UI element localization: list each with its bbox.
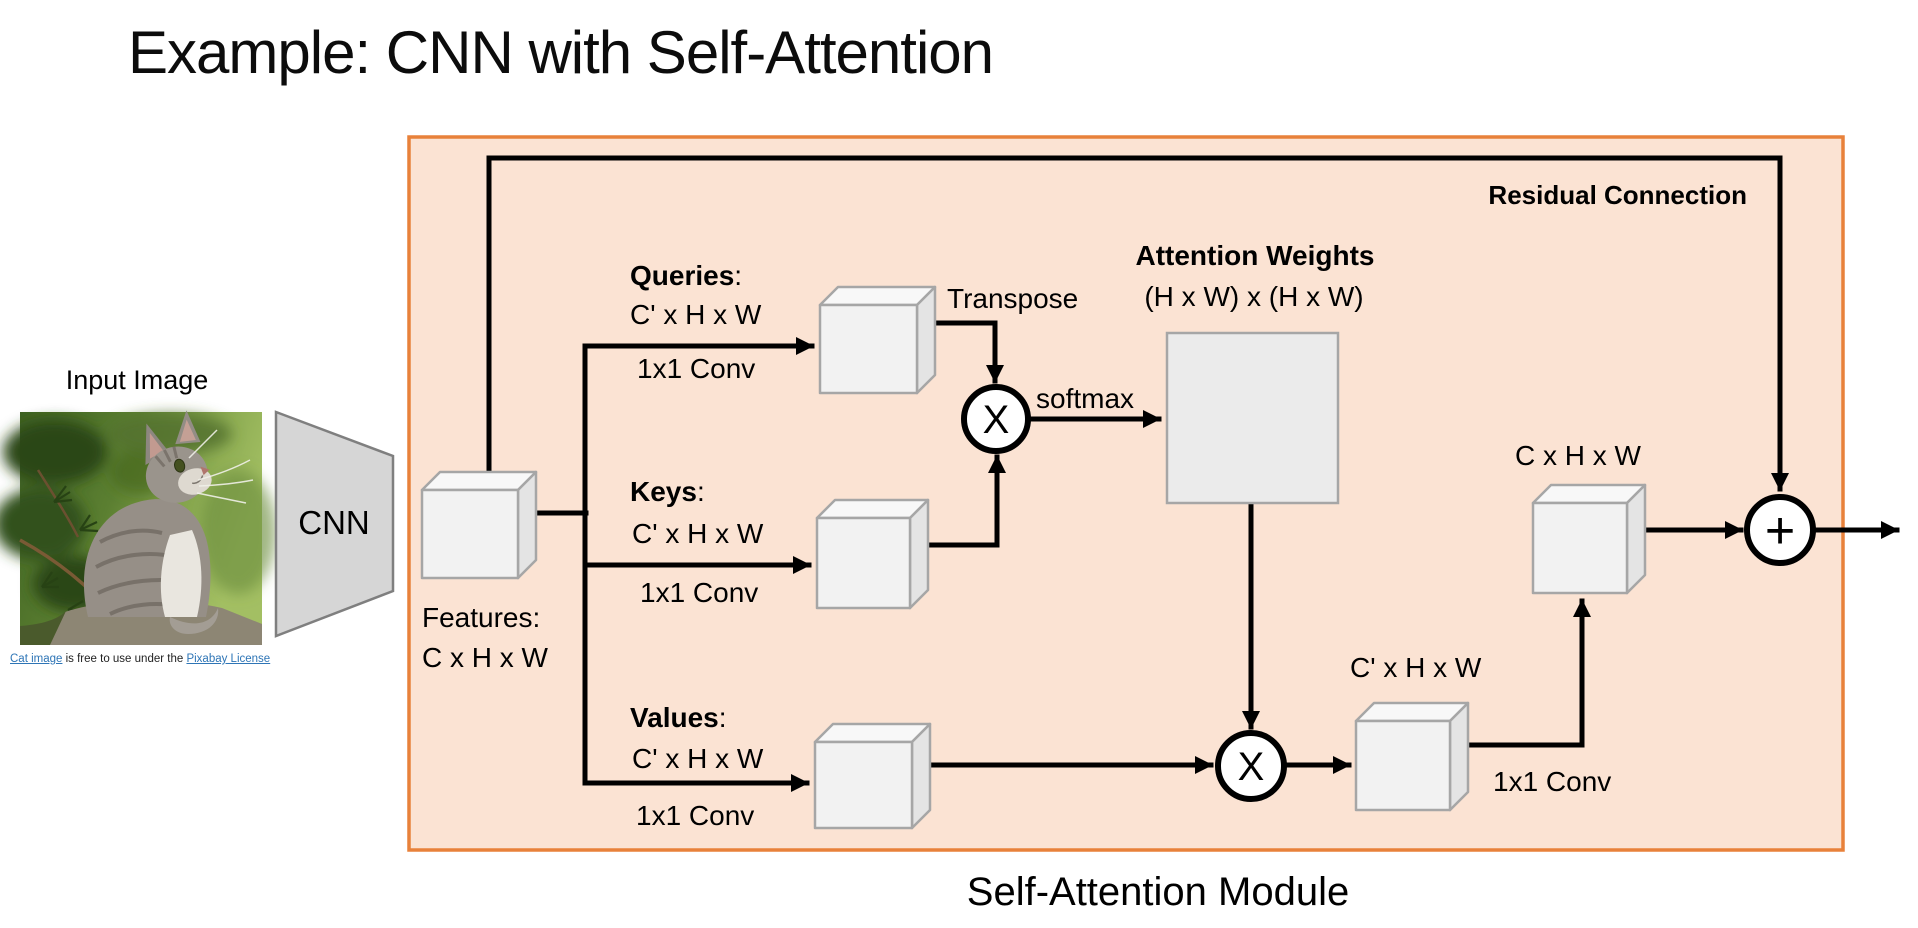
features-cube	[420, 470, 538, 580]
residual-connection-line	[486, 155, 1789, 492]
features-label: Features:	[422, 602, 540, 633]
conv-elbow-arrow	[1465, 598, 1591, 748]
multiply-symbol-qk: X	[983, 398, 1010, 442]
operators: X X +	[961, 384, 1816, 802]
kitten-tail	[169, 608, 219, 634]
queries-label: Queries:	[630, 260, 742, 291]
pixabay-license-link[interactable]: Pixabay License	[186, 653, 271, 665]
kitten	[83, 410, 254, 634]
output-conv-label: 1x1 Conv	[1493, 766, 1611, 797]
keys-label: Keys:	[630, 476, 705, 507]
residual-connection-label: Residual Connection	[1488, 180, 1747, 210]
output-dims: C x H x W	[1515, 440, 1642, 471]
values-conv-label: 1x1 Conv	[636, 800, 754, 831]
add-circle	[1744, 494, 1816, 566]
multiply-circle-av	[1215, 730, 1287, 802]
attention-weights-title: Attention Weights	[1135, 240, 1374, 271]
output-cube	[1531, 483, 1647, 595]
multiply-symbol-av: X	[1238, 745, 1265, 789]
cat-image-link[interactable]: Cat image	[10, 653, 63, 665]
keys-cube	[815, 498, 930, 610]
queries-conv-label: 1x1 Conv	[637, 353, 755, 384]
cnn-label: CNN	[298, 504, 370, 541]
queries-dims: C' x H x W	[630, 299, 762, 330]
weighted-values-cube	[1354, 701, 1470, 812]
values-label: Values:	[630, 702, 727, 733]
multiply-circle-qk	[961, 384, 1031, 454]
tensor-cubes	[420, 285, 1647, 830]
features-dims: C x H x W	[422, 642, 549, 673]
kitten-ear-right-inner	[179, 419, 196, 442]
input-image-label: Input Image	[66, 365, 209, 395]
image-citation: Cat image is free to use under the Pixab…	[10, 653, 270, 665]
attention-weights-dims: (H x W) x (H x W)	[1144, 281, 1363, 312]
queries-cube	[818, 285, 937, 395]
citation-text: is free to use under the	[62, 653, 187, 665]
transpose-label: Transpose	[947, 283, 1078, 314]
kitten-nose	[200, 466, 210, 476]
page-title: Example: CNN with Self-Attention	[128, 19, 994, 86]
softmax-label: softmax	[1036, 383, 1134, 414]
keys-dims: C' x H x W	[632, 518, 764, 549]
twig-2	[36, 469, 80, 538]
connector-lines	[486, 155, 1900, 792]
keys-conv-label: 1x1 Conv	[640, 577, 758, 608]
rock-shadow	[20, 611, 66, 645]
keys-elbow-arrow	[925, 454, 1006, 548]
kitten-head	[145, 410, 212, 503]
kitten-stripes	[95, 528, 193, 616]
cat-image	[0, 410, 276, 645]
queries-arrow	[582, 337, 815, 786]
values-dims: C' x H x W	[632, 743, 764, 774]
values-cube	[813, 722, 932, 830]
cnn-trapezoid	[274, 410, 395, 638]
kitten-chest	[160, 530, 202, 617]
transpose-elbow-arrow	[931, 320, 1004, 384]
kitten-whiskers	[188, 429, 254, 504]
add-symbol: +	[1765, 502, 1795, 560]
module-caption: Self-Attention Module	[967, 870, 1349, 914]
attention-weights-matrix	[1165, 331, 1340, 505]
weighted-values-dims: C' x H x W	[1350, 652, 1482, 683]
